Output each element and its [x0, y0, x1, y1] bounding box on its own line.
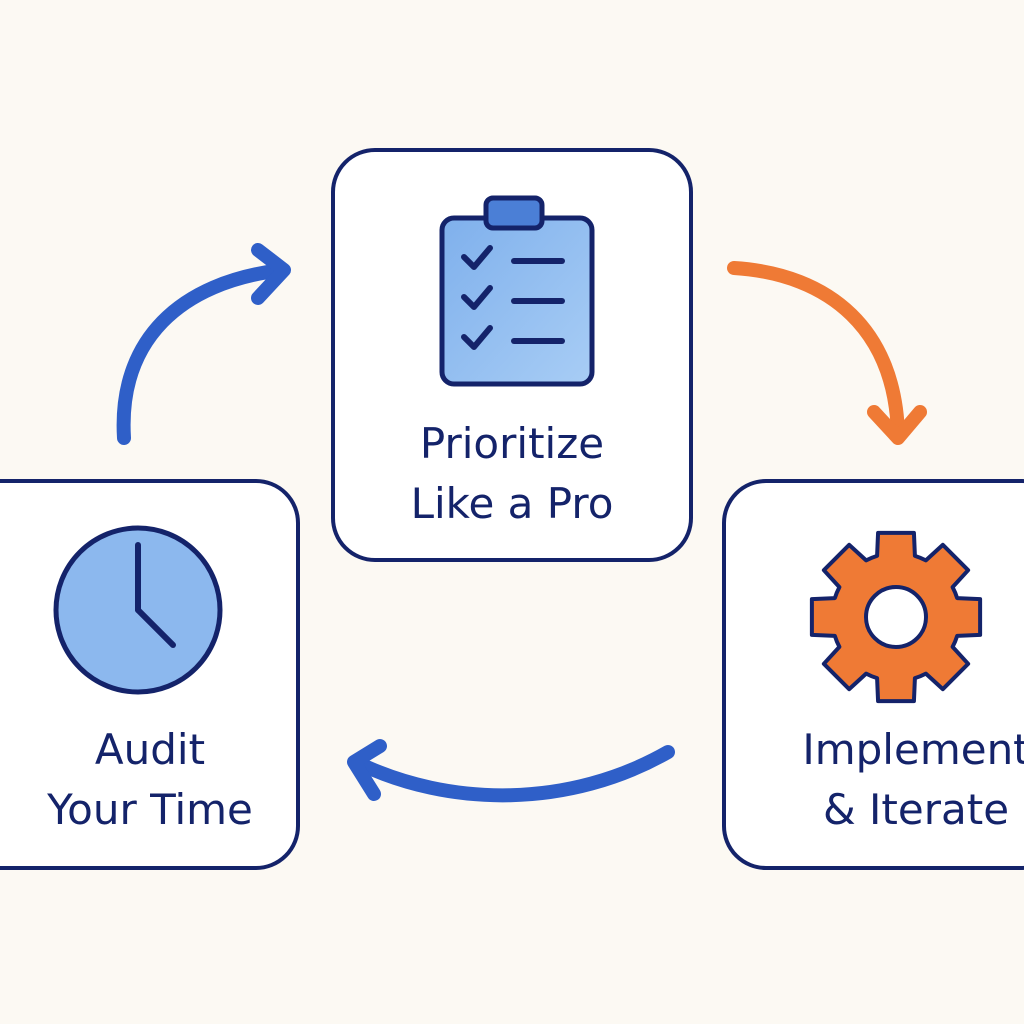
arrow-prioritize-to-implement — [727, 261, 905, 443]
step-card-prioritize: Prioritize Like a Pro — [331, 148, 693, 562]
step-label-line1: Prioritize — [419, 419, 605, 468]
step-label-line2: Like a Pro — [410, 479, 614, 528]
step-label-audit: Audit Your Time — [4, 720, 296, 840]
step-label-line1: Implement — [802, 725, 1024, 774]
arrow-implement-to-audit — [349, 745, 675, 803]
arrow-implement-to-audit-head — [347, 739, 387, 801]
arrow-prioritize-to-implement-head — [867, 405, 927, 445]
clipboard-checklist-icon — [439, 195, 595, 387]
step-label-line2: & Iterate — [822, 785, 1010, 834]
step-label-implement: Implement & Iterate — [726, 720, 1024, 840]
arrow-audit-to-prioritize — [116, 263, 289, 445]
arrow-audit-to-prioritize-head — [251, 243, 291, 305]
gear-icon — [809, 530, 983, 704]
step-card-implement: Implement & Iterate — [722, 479, 1024, 870]
step-label-line2: Your Time — [47, 785, 253, 834]
step-label-prioritize: Prioritize Like a Pro — [335, 414, 689, 534]
step-label-line1: Audit — [94, 725, 206, 774]
step-card-audit: Audit Your Time — [0, 479, 300, 870]
clock-icon — [53, 525, 223, 695]
